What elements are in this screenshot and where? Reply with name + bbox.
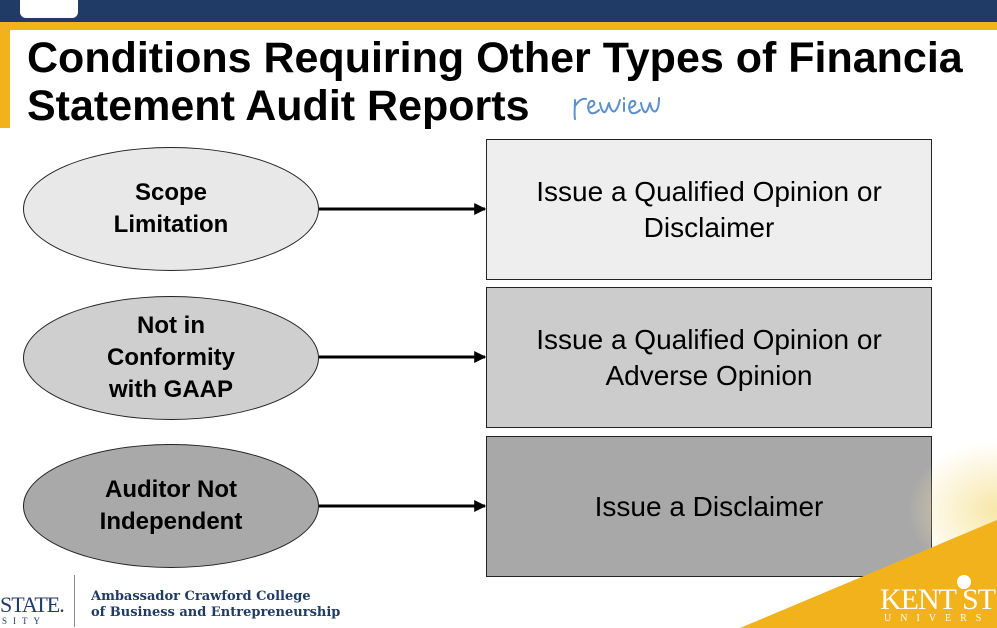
title-line-2: Statement Audit Reports (27, 82, 530, 130)
gold-stripe (0, 22, 997, 30)
university-logo-left: STATE. (0, 592, 65, 617)
condition-line: Independent (99, 508, 243, 535)
handwritten-note: review (573, 97, 660, 120)
slide-title: Conditions Requiring Other Types of Fina… (27, 34, 963, 130)
condition-line: with GAAP (109, 376, 233, 403)
result-line: Adverse Opinion (605, 359, 813, 391)
result-line: Issue a Qualified Opinion or (536, 323, 882, 355)
footer-divider (74, 575, 75, 627)
result-qualified-or-disclaimer: Issue a Qualified Opinion or Disclaimer (486, 139, 932, 280)
result-line: Issue a Disclaimer (594, 490, 824, 522)
college-name: Ambassador Crawford College of Business … (91, 589, 340, 621)
condition-line: Not in (137, 312, 205, 339)
title-line-1: Conditions Requiring Other Types of Fina… (27, 34, 963, 82)
college-line-1: Ambassador Crawford College (91, 589, 311, 604)
result-line: Issue a Qualified Opinion or (536, 175, 882, 207)
condition-line: Limitation (113, 211, 229, 238)
college-line-2: of Business and Entrepreneurship (91, 605, 341, 620)
result-disclaimer: Issue a Disclaimer (486, 436, 932, 577)
top-banner (0, 0, 997, 22)
result-qualified-or-adverse: Issue a Qualified Opinion or Adverse Opin… (486, 287, 932, 428)
condition-line: Auditor Not (105, 476, 237, 503)
slide-corner-icon (20, 0, 78, 18)
result-line: Disclaimer (643, 211, 775, 243)
condition-line: Conformity (107, 344, 235, 371)
kent-state-logo: KENT ST (880, 583, 996, 616)
university-logo-left-sub: SITY (2, 616, 46, 626)
condition-not-in-conformity: Not in Conformity with GAAP (23, 296, 319, 420)
condition-line: Scope (134, 179, 208, 206)
kent-state-logo-sub: UNIVERS (884, 613, 991, 624)
left-accent-bar (0, 30, 10, 128)
